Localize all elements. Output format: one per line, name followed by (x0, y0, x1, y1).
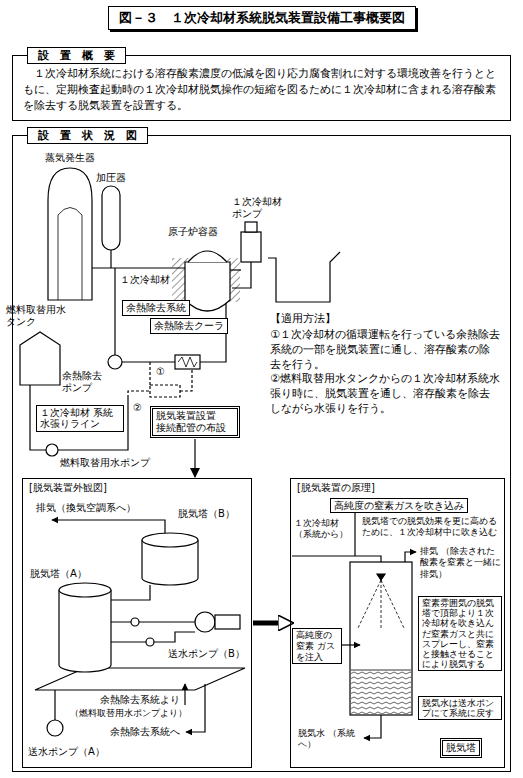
install-tag: 脱気装置設置 接続配管の布設 (150, 406, 240, 438)
part-label: 排気（換気空調系へ） (36, 502, 136, 514)
reactor-vessel (185, 251, 230, 311)
deaerator-symbol (150, 385, 180, 397)
connector-arrow (194, 439, 195, 477)
box-text: 高純度の窒素 ガスを注入 (296, 630, 338, 662)
rhr-cooler (175, 355, 200, 369)
box-text: １次冷却材 系統水張りライン (40, 407, 120, 430)
part-label: 脱気塔（B） (178, 508, 235, 520)
deaerator-principle (292, 513, 416, 738)
cooler-tag: 余熱除去クーラ (150, 318, 228, 334)
nitrogen-inject-tag: 高純度の窒素 ガスを注入 (292, 628, 342, 664)
exterior-panel: [脱気装置外観図] (22, 478, 252, 768)
note-text: 排気 （除去された酸素を窒素と一緒に排気） (420, 546, 502, 580)
title-text: 図－３ １次冷却材系統脱気装置設備工事概要図 (119, 9, 405, 27)
principle-note: 窒素雰囲気の脱気塔で頂部より１次冷却材を吹き込んだ窒素ガスと共にスプレーし、窒素… (418, 596, 502, 671)
note-text: ②燃料取替用水タンクからの１次冷却材系統水張り時に、脱気装置を通し、溶存酸素を除… (270, 372, 500, 417)
section-heading: [脱気装置外観図] (29, 482, 245, 494)
refueling-pump (46, 444, 58, 456)
box-text: 高純度の窒素ガスを吹き込み (334, 500, 464, 511)
fill-line-tag: １次冷却材 系統水張りライン (36, 405, 124, 432)
steam-generator (48, 168, 92, 300)
title-box: 図－３ １次冷却材系統脱気装置設備工事概要図 (108, 6, 416, 30)
flow-label: 余熱除去系統より (100, 694, 180, 705)
part-label: 燃料取替用水ポンプ (60, 457, 150, 468)
part-label: 余熱除去 ポンプ (62, 370, 106, 394)
part-label: 脱気塔（A） (30, 568, 87, 580)
coolant-pump (241, 222, 261, 262)
box-text: 脱気水は送水ポンプにて系統に戻す (422, 698, 498, 718)
note-text: 脱気塔での脱気効果を更に高めるために、１次冷却材中に吹き込む (362, 516, 500, 539)
part-label: 原子炉容器 (168, 226, 218, 238)
callout-number: ① (156, 366, 165, 378)
box-text: 脱気塔 (446, 742, 476, 754)
status-section: 設 置 状 況 図余熱除去系統余熱除去クーラ１次冷却材 系統水張りライン脱気装置… (12, 135, 511, 772)
nitrogen-blow-tag: 高純度の窒素ガスを吹き込み (330, 498, 468, 513)
pressurizer (102, 186, 120, 250)
system-tag: 余熱除去系統 (122, 300, 190, 316)
box-text: 脱気装置設置 接続配管の布設 (156, 410, 234, 434)
refueling-cavity (268, 252, 340, 302)
box-text: 余熱除去系統 (126, 302, 186, 314)
flow-label: （燃料取替用水ポンプより） (70, 708, 187, 719)
section-heading: [脱気装置の原理] (297, 482, 498, 494)
deaerator-exterior (35, 520, 245, 736)
part-label: 送水ポンプ（A） (28, 746, 105, 758)
flow-label: １次冷却材 （系統から） (294, 518, 348, 540)
flow-label: 脱気水 （系統へ） (298, 728, 360, 750)
box-text: 窒素雰囲気の脱気塔で頂部より１次冷却材を吹き込んだ窒素ガスと共にスプレーし、窒素… (422, 598, 498, 669)
refueling-water-tank (20, 332, 60, 385)
note-heading: 【適用方法】 (270, 312, 336, 327)
box-text: １次冷却材系統における溶存酸素濃度の低減を図り応力腐食割れに対する環境改善を行う… (23, 66, 500, 114)
part-label: 送水ポンプ（B） (168, 648, 245, 660)
connector-arrow (253, 621, 289, 626)
box-text: 余熱除去クーラ (154, 320, 224, 332)
section-heading: 設 置 状 況 図 (27, 127, 148, 144)
overview-section: 設 置 概 要１次冷却材系統における溶存酸素濃度の低減を図り応力腐食割れに対する… (12, 55, 511, 121)
rhr-pump (108, 355, 122, 369)
callout-number: ② (133, 402, 142, 414)
part-label: １次冷却材 ポンプ (232, 196, 286, 220)
section-heading: 設 置 概 要 (27, 47, 126, 64)
flow-label: １次冷却材 (120, 274, 170, 286)
part-label: 加圧器 (96, 172, 126, 184)
note-text: ①１次冷却材の循環運転を行っている余熱除去系統の一部を脱気装置に通し、溶存酸素の… (270, 328, 500, 373)
tower-tag: 脱気塔 (440, 738, 482, 758)
return-note: 脱気水は送水ポンプにて系統に戻す (418, 696, 502, 720)
part-label: 蒸気発生器 (45, 152, 95, 164)
flow-label: 余熱除去系統へ (110, 726, 180, 738)
part-label: 燃料取替用水 タンク (6, 304, 70, 328)
